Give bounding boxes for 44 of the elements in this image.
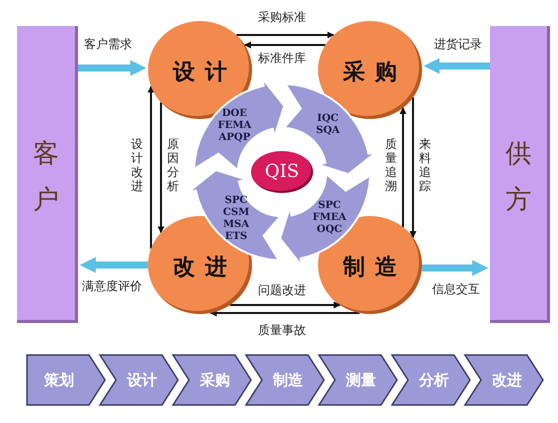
arrow <box>410 98 416 238</box>
step-label: 分析 <box>418 371 450 390</box>
supplier-bar <box>490 26 550 323</box>
process-label: 采购 <box>342 59 408 87</box>
step-label: 制造 <box>272 371 304 390</box>
edge-label: 原因分析 <box>167 137 179 193</box>
step-label: 策划 <box>43 371 75 390</box>
edge-label: 设计改进 <box>131 137 143 193</box>
arrow <box>78 60 146 76</box>
arrow <box>236 32 334 38</box>
arrow <box>424 58 490 74</box>
edge-label: 质量追溯 <box>385 137 397 193</box>
arrow <box>422 260 488 276</box>
edge-label: 采购标准 <box>258 11 306 24</box>
edge-label: 来料追踪 <box>419 137 431 193</box>
customer-bar <box>17 26 78 323</box>
edge-label: 标准件库 <box>258 52 306 65</box>
bar-label: 供方 <box>506 138 532 217</box>
arrow <box>80 257 148 273</box>
step-label: 改进 <box>491 371 523 390</box>
edge-label: 质量事故 <box>258 324 306 337</box>
arrow <box>400 107 406 228</box>
tool-list: SPC CSM MSA ETS <box>223 195 250 244</box>
edge-label: 信息交互 <box>432 283 480 296</box>
tool-list: SPC FMEA OQC <box>312 200 346 236</box>
arrow <box>148 86 154 249</box>
process-label: 设计 <box>172 59 238 87</box>
tool-list: DOE FEMA APQP <box>218 108 252 144</box>
center-label: QIS <box>264 161 300 182</box>
bar-label: 客户 <box>33 138 59 217</box>
step-label: 采购 <box>199 371 231 390</box>
arrow <box>244 42 326 48</box>
edge-label: 问题改进 <box>258 284 306 297</box>
step-label: 设计 <box>126 371 158 390</box>
arrow <box>230 302 341 308</box>
edge-label: 进货记录 <box>434 38 482 51</box>
step-label: 测量 <box>345 371 377 390</box>
arrow <box>158 102 164 234</box>
process-label: 制造 <box>342 254 408 282</box>
edge-label: 满意度评价 <box>82 280 142 293</box>
edge-label: 客户需求 <box>84 38 132 51</box>
process-label: 改进 <box>172 254 238 282</box>
tool-list: IQC SQA <box>316 112 340 137</box>
arrow <box>210 310 360 316</box>
